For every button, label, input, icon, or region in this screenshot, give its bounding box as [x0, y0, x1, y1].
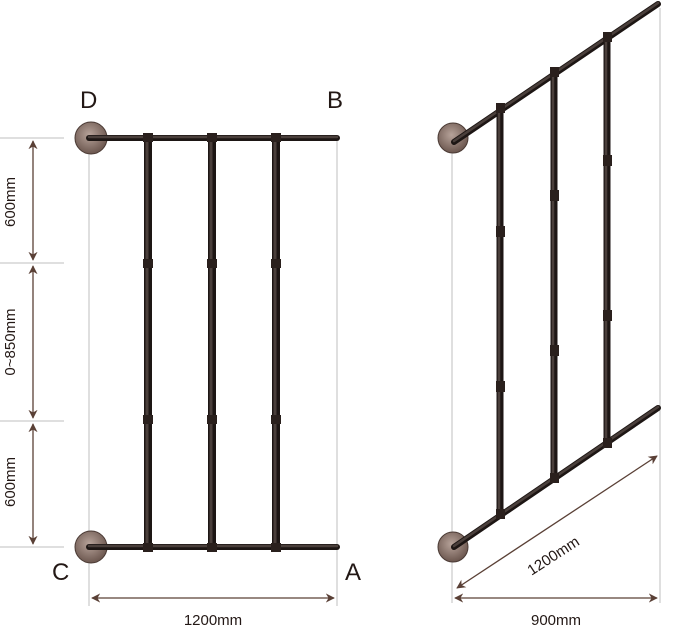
dim-label-width: 1200mm [184, 612, 242, 629]
bar-joints [143, 133, 281, 552]
wall-bracket-top [437, 122, 469, 154]
perspective-view: 1200mm 900mm [437, 1, 661, 629]
corner-label-b: B [327, 87, 343, 114]
dim-label-lower: 600mm [2, 457, 19, 507]
dim-label-middle: 0~850mm [2, 308, 19, 375]
dim-label-upper: 600mm [2, 177, 19, 227]
vertical-bar [603, 37, 611, 443]
vertical-bar [550, 72, 558, 478]
vertical-bar [208, 138, 216, 547]
vertical-bar [496, 108, 504, 514]
dim-label-depth: 900mm [531, 612, 581, 629]
corner-label-a: A [345, 559, 361, 586]
vertical-bar [144, 138, 152, 547]
front-view: 600mm 0~850mm 600mm 1200mm [0, 87, 361, 629]
corner-label-c: C [52, 559, 69, 586]
vertical-bar [272, 138, 280, 547]
dim-arrow-diagonal [456, 455, 658, 589]
corner-label-d: D [80, 87, 97, 114]
dim-label-diagonal: 1200mm [524, 533, 582, 579]
